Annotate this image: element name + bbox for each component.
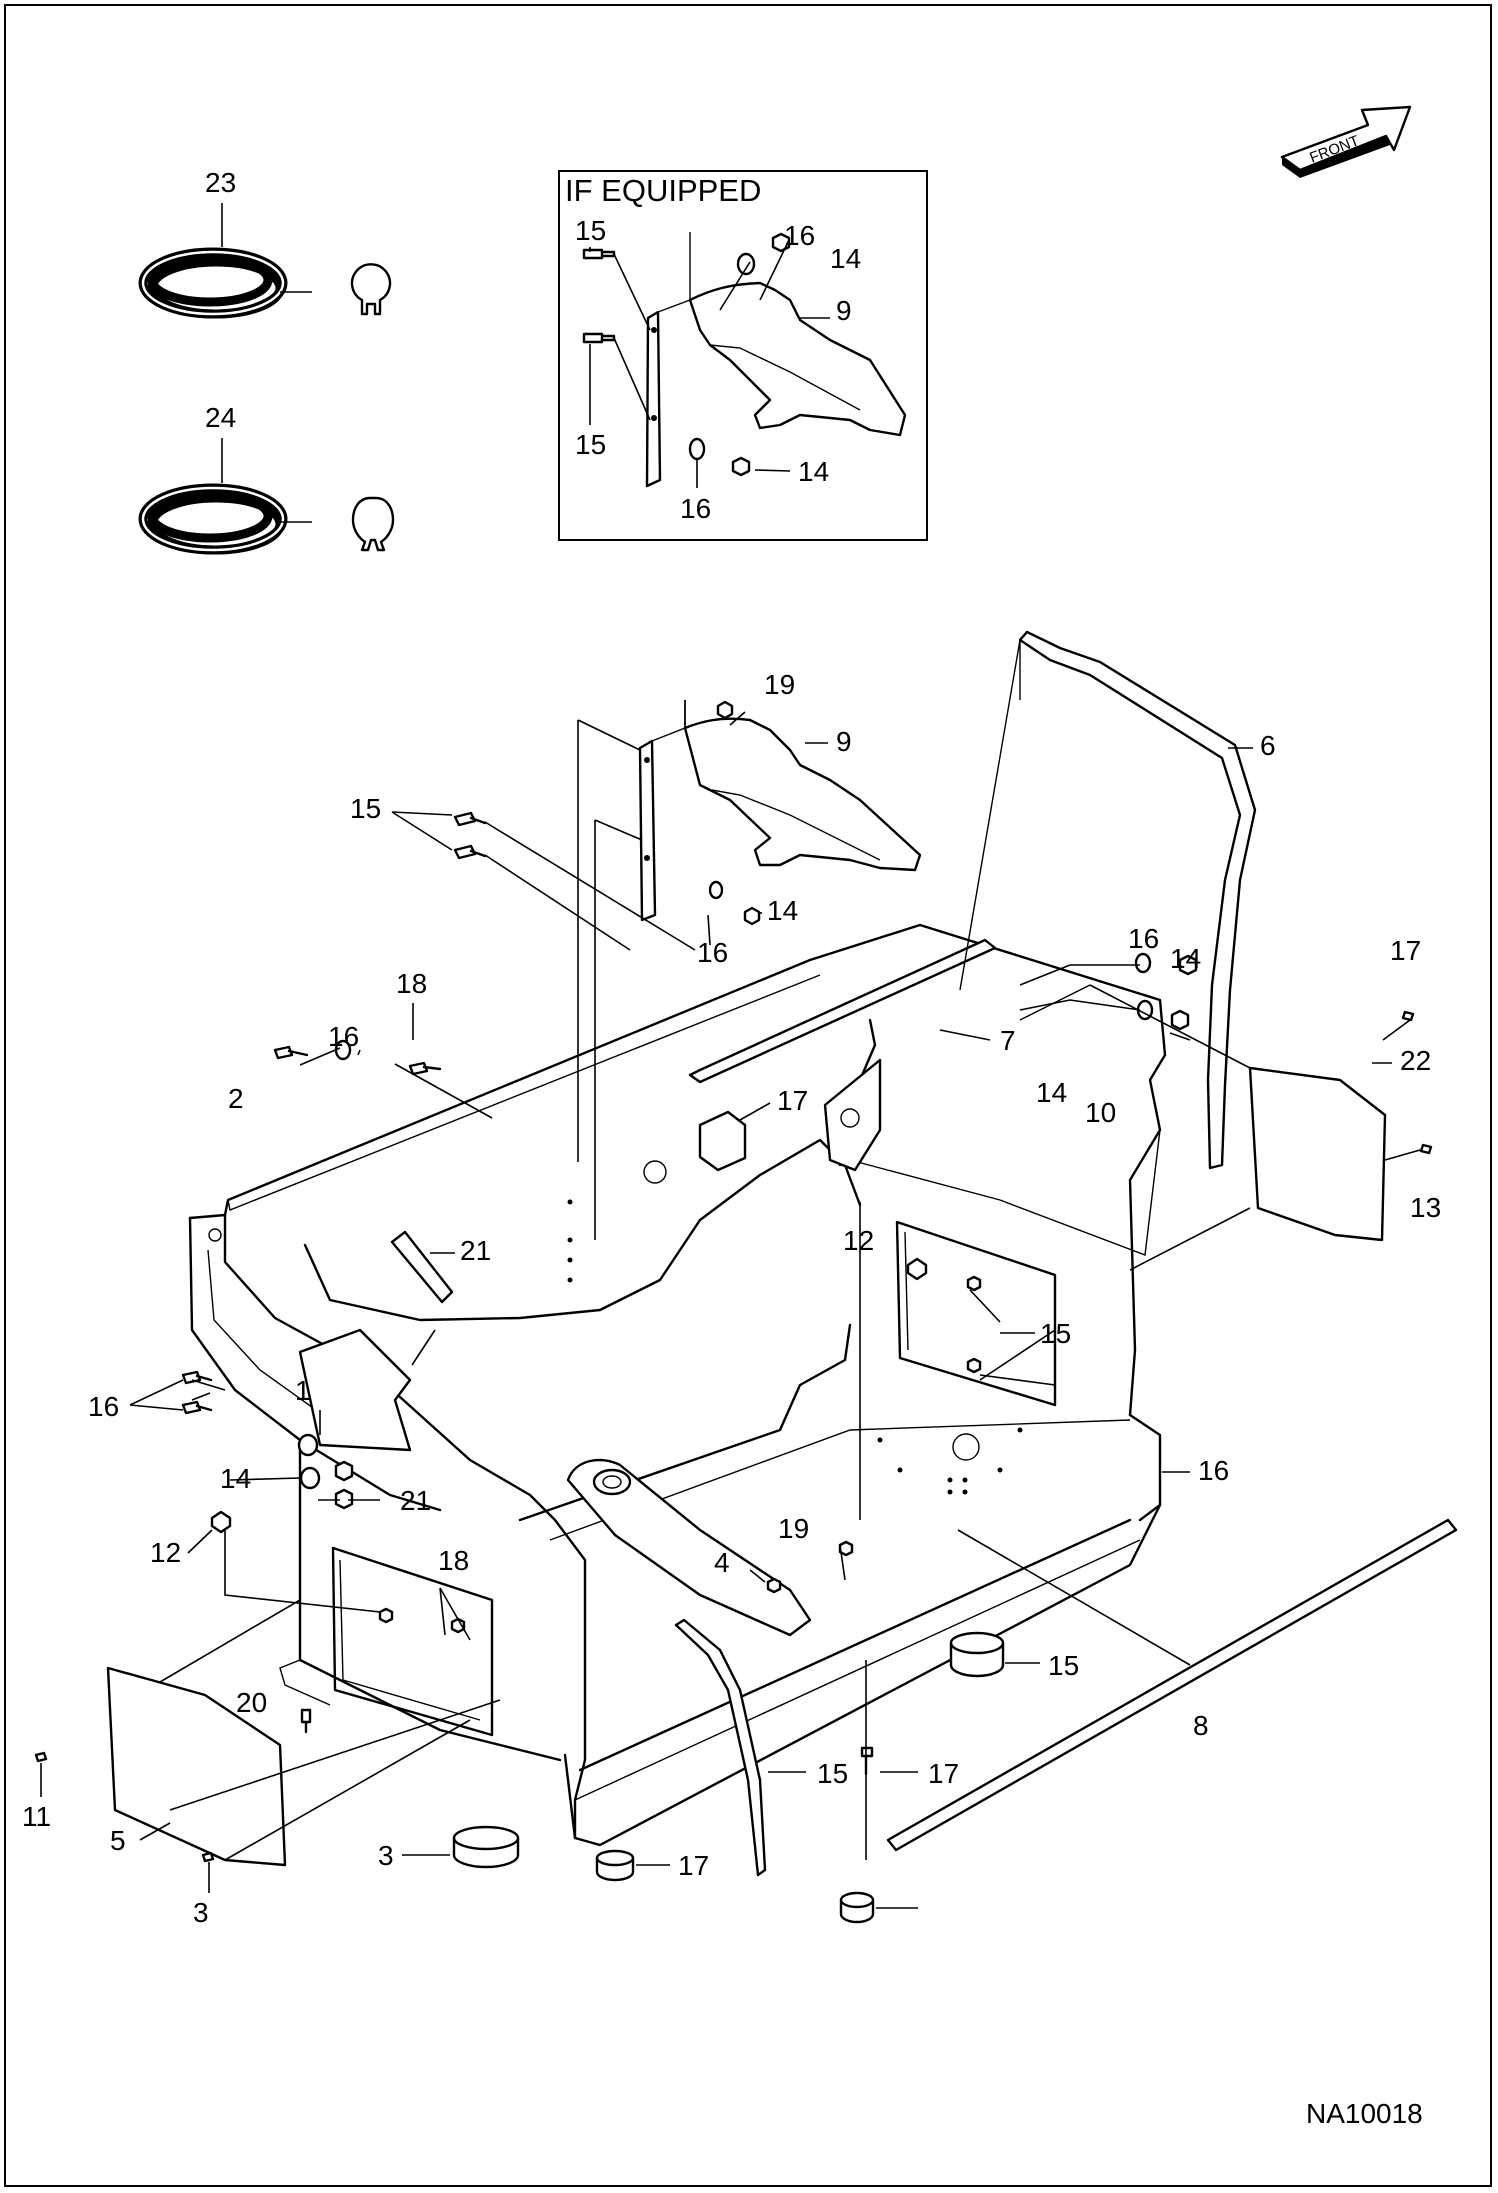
- callout-5: 3: [378, 1840, 394, 1871]
- shield-9-part: [638, 700, 922, 922]
- callout-10: 22: [1400, 1045, 1431, 1076]
- callout-14b: 14: [1170, 943, 1201, 974]
- callout-inset-16a: 16: [784, 220, 815, 251]
- callout-19a: 19: [764, 669, 795, 700]
- callout-16a: 16: [697, 937, 728, 968]
- front-arrow-icon: FRONT: [1280, 105, 1412, 178]
- callout-labels: 23 24 15 16 14 9 15 16 14 19 9 6 15 14 1…: [22, 167, 1441, 1928]
- callout-8: 15: [817, 1758, 848, 1789]
- callout-14d: 21: [400, 1485, 431, 1516]
- callout-15a: 15: [350, 793, 381, 824]
- block-2-part: [698, 1110, 747, 1172]
- callout-24: 24: [205, 402, 236, 433]
- callout-1: 16: [1198, 1455, 1229, 1486]
- callout-7: 7: [1000, 1025, 1016, 1056]
- callout-inset-15a: 15: [575, 215, 606, 246]
- callout-15b: 16: [88, 1391, 119, 1422]
- callout-15d: 17: [928, 1758, 959, 1789]
- trim-8-part: [674, 1618, 767, 1877]
- callout-4: 15: [1048, 1650, 1079, 1681]
- callout-17a: 17: [1390, 935, 1421, 966]
- trim-20-part: [886, 1518, 1458, 1852]
- inset-title: IF EQUIPPED: [565, 173, 761, 208]
- callout-15c: 20: [236, 1687, 267, 1718]
- callout-16e: 1: [295, 1375, 311, 1406]
- callout-9: 9: [836, 726, 852, 757]
- callout-13: 21: [460, 1235, 491, 1266]
- main-frame-part: [188, 923, 1167, 1847]
- callout-23: 23: [205, 167, 236, 198]
- callout-16d: 14: [1036, 1077, 1067, 1108]
- tube-13-part: [390, 1230, 454, 1304]
- leader-lines: [159, 639, 1421, 1861]
- rubber-feet: [452, 1631, 1005, 1924]
- callout-19b: 4: [714, 1547, 730, 1578]
- drawing-code: NA10018: [1306, 2098, 1423, 2129]
- trim-coil-24-icon: [138, 483, 395, 555]
- callout-17b: 13: [1410, 1192, 1441, 1223]
- callout-18b: 19: [778, 1513, 809, 1544]
- callout-2: 17: [777, 1085, 808, 1116]
- callout-14c: 10: [1085, 1097, 1116, 1128]
- callout-21b: 12: [150, 1537, 181, 1568]
- if-equipped-inset: IF EQUIPPED: [558, 170, 928, 541]
- callout-17c: 11: [22, 1801, 51, 1832]
- callout-16c: 16: [328, 1021, 359, 1052]
- callout-21a: 12: [843, 1225, 874, 1256]
- callout-14a: 14: [767, 895, 798, 926]
- callout-18a: 18: [396, 968, 427, 999]
- callout-16b: 16: [1128, 923, 1159, 954]
- trim-7-part: [688, 938, 997, 1084]
- callout-3a: 17: [678, 1850, 709, 1881]
- callout-inset-14b: 14: [798, 456, 829, 487]
- callout-22: 2: [228, 1083, 244, 1114]
- drawing-border: [4, 4, 1492, 2187]
- callout-20: 8: [1193, 1710, 1209, 1741]
- cover-11-part: [106, 1666, 287, 1867]
- callout-12b: 18: [438, 1545, 469, 1576]
- callout-inset-14a: 14: [830, 243, 861, 274]
- callout-inset-15b: 15: [575, 429, 606, 460]
- callout-inset-9: 9: [836, 295, 852, 326]
- callout-11: 5: [110, 1825, 126, 1856]
- callout-12a: 15: [1040, 1318, 1071, 1349]
- callout-16f: 14: [220, 1463, 251, 1494]
- callout-17d: 3: [193, 1897, 209, 1928]
- callout-6: 6: [1260, 730, 1276, 761]
- trim-6-part: [1018, 630, 1257, 1170]
- callout-inset-16b: 16: [680, 493, 711, 524]
- cover-10-part: [1248, 1066, 1387, 1242]
- trim-coil-23-icon: [138, 247, 392, 319]
